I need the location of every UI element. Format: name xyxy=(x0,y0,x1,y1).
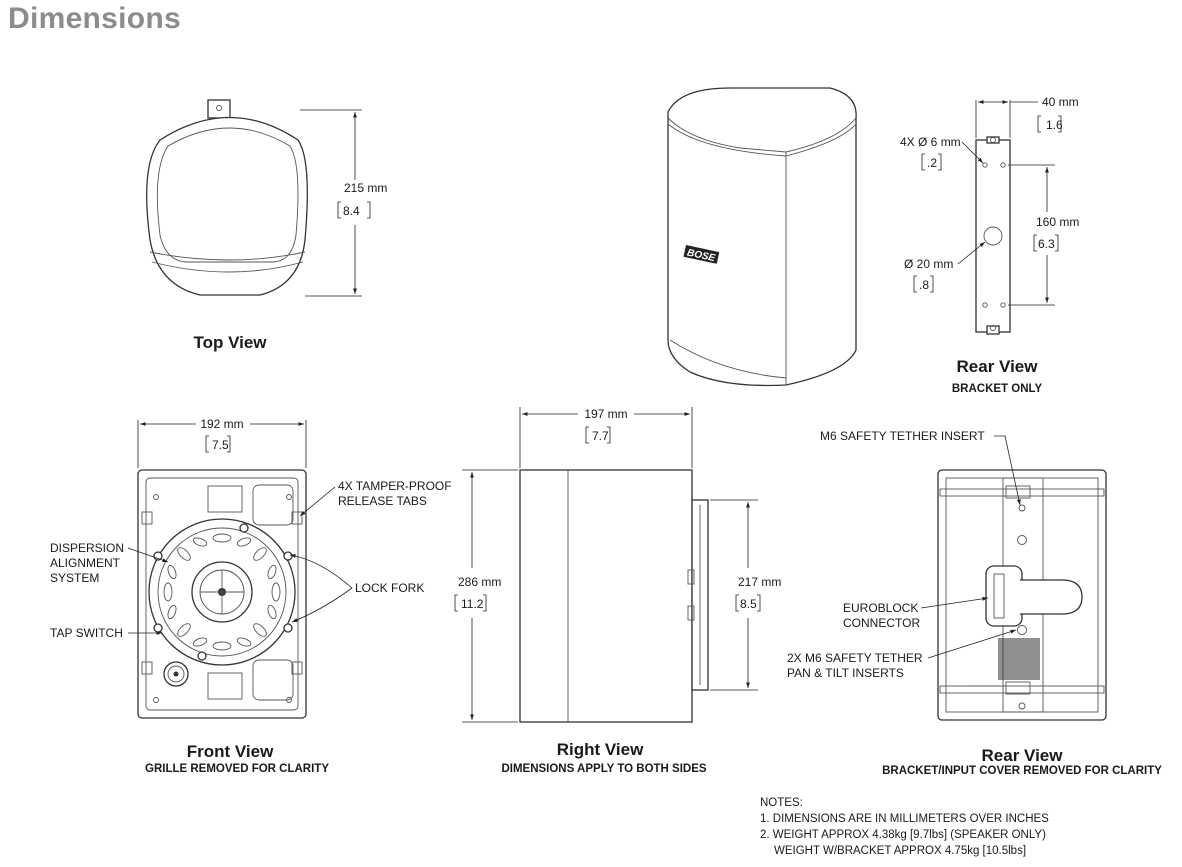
label-pan-tilt-1: 2X M6 SAFETY TETHER xyxy=(787,651,923,665)
speaker-isometric: BOSE xyxy=(667,87,857,387)
label-dispersion-3: SYSTEM xyxy=(50,571,99,585)
right-view-subcaption: DIMENSIONS APPLY TO BOTH SIDES xyxy=(501,763,706,775)
top-view-caption: Top View xyxy=(193,333,267,352)
rear-view-subcaption: BRACKET/INPUT COVER REMOVED FOR CLARITY xyxy=(882,765,1162,777)
front-width-mm: 192 mm xyxy=(200,417,243,431)
notes-heading: NOTES: xyxy=(760,797,803,809)
bracket-width-in: 1.6 xyxy=(1046,118,1063,132)
bracket-height-in: 8.5 xyxy=(740,597,757,611)
note-1: 1. DIMENSIONS ARE IN MILLIMETERS OVER IN… xyxy=(760,813,1049,825)
label-tamper-tabs-1: 4X TAMPER-PROOF xyxy=(338,479,452,493)
hole-diameter-in: .2 xyxy=(927,156,937,170)
hole-diameter-label: 4X Ø 6 mm xyxy=(900,135,961,149)
center-hole-in: .8 xyxy=(919,278,929,292)
right-height-mm: 286 mm xyxy=(458,575,501,589)
label-tap-switch: TAP SWITCH xyxy=(50,626,123,640)
label-tamper-tabs-2: RELEASE TABS xyxy=(338,494,427,508)
rear-bracket-caption: Rear View xyxy=(957,357,1039,376)
rear-bracket-subcaption: BRACKET ONLY xyxy=(952,383,1043,395)
right-depth-in: 7.7 xyxy=(592,429,609,443)
note-2: 2. WEIGHT APPROX 4.38kg [9.7lbs] (SPEAKE… xyxy=(760,829,1046,841)
label-tether-insert: M6 SAFETY TETHER INSERT xyxy=(820,429,985,443)
top-depth-mm: 215 mm xyxy=(344,181,387,195)
right-height-in: 11.2 xyxy=(461,597,484,611)
label-euroblock-1: EUROBLOCK xyxy=(843,601,918,615)
top-view: 215 mm 8.4 Top View xyxy=(146,99,387,352)
top-depth-in: 8.4 xyxy=(343,204,360,218)
right-depth-mm: 197 mm xyxy=(584,407,627,421)
label-dispersion-1: DISPERSION xyxy=(50,541,124,555)
front-width-in: 7.5 xyxy=(212,438,229,452)
rear-view: M6 SAFETY TETHER INSERT EUROBLOCK CONNEC… xyxy=(787,429,1162,777)
rear-view-caption: Rear View xyxy=(982,746,1064,765)
center-hole-label: Ø 20 mm xyxy=(904,257,953,271)
label-lock-fork: LOCK FORK xyxy=(355,581,424,595)
front-view: 192 mm 7.5 4X TAMPER-PROOF RELEASE TABS … xyxy=(50,417,452,775)
bracket-width-mm: 40 mm xyxy=(1042,95,1079,109)
hole-spacing-mm: 160 mm xyxy=(1036,215,1079,229)
label-sticker xyxy=(998,638,1040,680)
note-3: WEIGHT W/BRACKET APPROX 4.75kg [10.5lbs] xyxy=(774,845,1026,857)
label-euroblock-2: CONNECTOR xyxy=(843,616,920,630)
front-view-subcaption: GRILLE REMOVED FOR CLARITY xyxy=(145,763,329,775)
hole-spacing-in: 6.3 xyxy=(1038,237,1055,251)
right-view: 197 mm 7.7 286 mm 11.2 217 mm 8.5 Right … xyxy=(454,407,781,775)
front-view-caption: Front View xyxy=(187,742,274,761)
page-title: Dimensions xyxy=(8,2,182,35)
label-pan-tilt-2: PAN & TILT INSERTS xyxy=(787,666,904,680)
right-view-caption: Right View xyxy=(557,740,644,759)
notes: NOTES: 1. DIMENSIONS ARE IN MILLIMETERS … xyxy=(760,797,1049,857)
bose-logo xyxy=(683,245,720,264)
label-dispersion-2: ALIGNMENT xyxy=(50,556,121,570)
bracket-height-mm: 217 mm xyxy=(738,575,781,589)
rear-bracket-view: 40 mm 1.6 4X Ø 6 mm .2 160 mm 6.3 Ø 20 m… xyxy=(900,95,1079,395)
